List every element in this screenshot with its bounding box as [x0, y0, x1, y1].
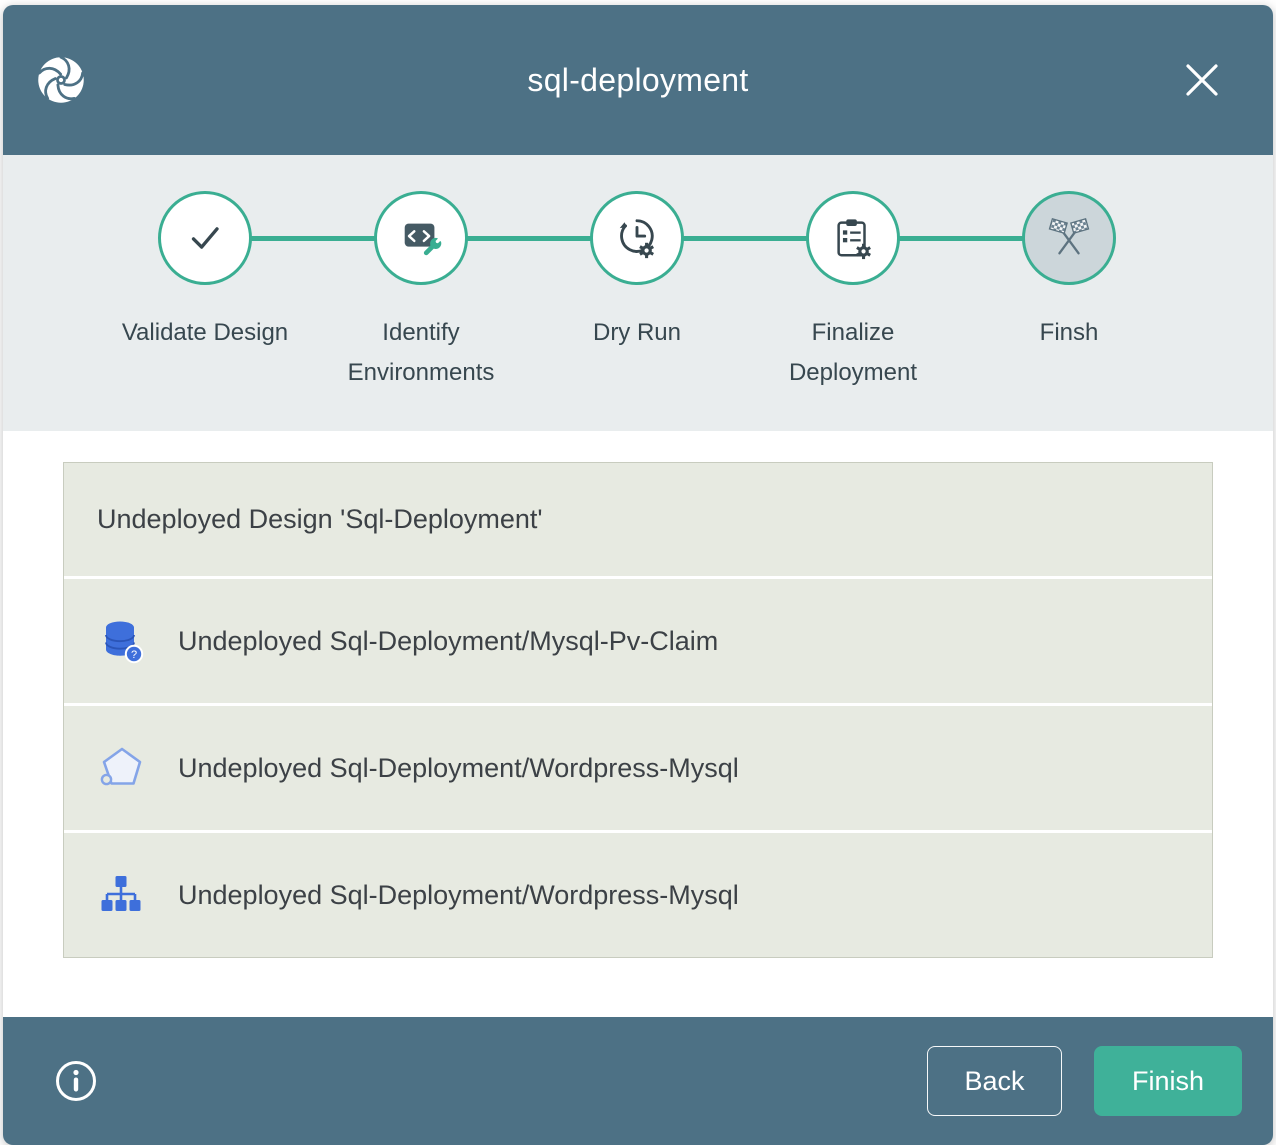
step-finish: Finsh — [961, 191, 1177, 393]
info-icon — [54, 1059, 98, 1103]
modal-header: sql-deployment — [3, 5, 1273, 155]
step-label: Validate Design — [122, 313, 288, 353]
list-item-text: Undeployed Sql-Deployment/Wordpress-Mysq… — [178, 880, 739, 911]
list-item-text: Undeployed Design 'Sql-Deployment' — [97, 504, 543, 535]
list-item: Undeployed Sql-Deployment/Wordpress-Mysq… — [64, 833, 1212, 957]
info-button[interactable] — [54, 1059, 98, 1103]
deployment-wizard-modal: sql-deployment Validate Design — [3, 5, 1273, 1145]
step-dry-run: Dry Run — [529, 191, 745, 393]
dry-run-history-gear-icon — [614, 215, 660, 261]
step-label: Finalize Deployment — [745, 313, 961, 393]
step-label: Identify Environments — [313, 313, 529, 393]
list-item-text: Undeployed Sql-Deployment/Wordpress-Mysq… — [178, 753, 739, 784]
clipboard-gear-icon — [830, 215, 876, 261]
svg-text:?: ? — [131, 649, 137, 661]
results-panel: Undeployed Design 'Sql-Deployment' ? Und… — [63, 462, 1213, 958]
list-item: Undeployed Sql-Deployment/Wordpress-Mysq… — [64, 706, 1212, 830]
step-identify-environments: Identify Environments — [313, 191, 529, 393]
finish-button[interactable]: Finish — [1094, 1046, 1242, 1116]
close-icon — [1179, 57, 1225, 103]
code-wrench-icon — [398, 215, 444, 261]
pod-icon — [97, 744, 145, 792]
checkered-flags-icon — [1046, 215, 1092, 261]
list-item-text: Undeployed Sql-Deployment/Mysql-Pv-Claim — [178, 626, 718, 657]
close-button[interactable] — [1179, 57, 1225, 103]
list-item: Undeployed Design 'Sql-Deployment' — [64, 463, 1212, 576]
modal-footer: Back Finish — [3, 1017, 1273, 1145]
wizard-body: Undeployed Design 'Sql-Deployment' ? Und… — [3, 462, 1273, 1017]
step-label: Finsh — [1040, 313, 1099, 353]
modal-title: sql-deployment — [3, 62, 1273, 99]
step-finalize-deployment: Finalize Deployment — [745, 191, 961, 393]
check-icon — [182, 215, 228, 261]
list-item: ? Undeployed Sql-Deployment/Mysql-Pv-Cla… — [64, 579, 1212, 703]
wizard-stepper: Validate Design Identify Environments — [3, 155, 1273, 431]
step-validate-design: Validate Design — [97, 191, 313, 393]
back-button[interactable]: Back — [927, 1046, 1062, 1116]
tree-icon — [97, 871, 145, 919]
database-icon: ? — [97, 617, 145, 665]
step-label: Dry Run — [593, 313, 681, 353]
